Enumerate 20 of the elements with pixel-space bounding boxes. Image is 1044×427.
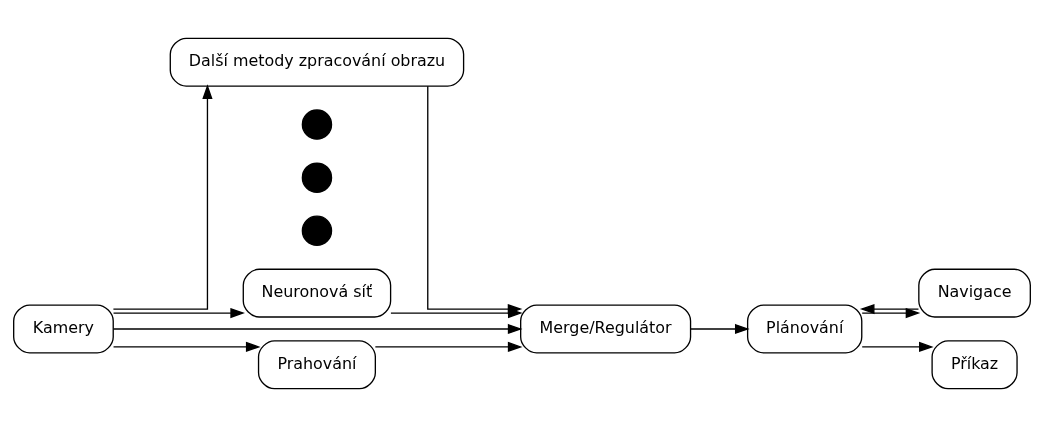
node-box: Merge/Regulátor [520, 304, 692, 354]
arrow [861, 341, 934, 352]
node-box: Neuronová síť [242, 268, 392, 318]
arrow [112, 341, 261, 352]
node-circle [301, 162, 333, 193]
node-box: Další metody zpracování obrazu [169, 37, 465, 87]
arrow [112, 84, 213, 310]
arrow [112, 307, 245, 319]
node-circle [301, 109, 333, 140]
arrow [861, 307, 921, 319]
arrow [689, 323, 750, 335]
node-circle [301, 215, 333, 246]
node-box: Prahování [257, 340, 376, 390]
node-box: Navigace [918, 268, 1031, 318]
node-box: Plánování [746, 304, 863, 354]
arrow [859, 303, 920, 315]
arrow [374, 341, 523, 352]
arrow [112, 323, 523, 335]
node-box: Příkaz [931, 340, 1018, 390]
node-box: Kamery [13, 304, 114, 354]
